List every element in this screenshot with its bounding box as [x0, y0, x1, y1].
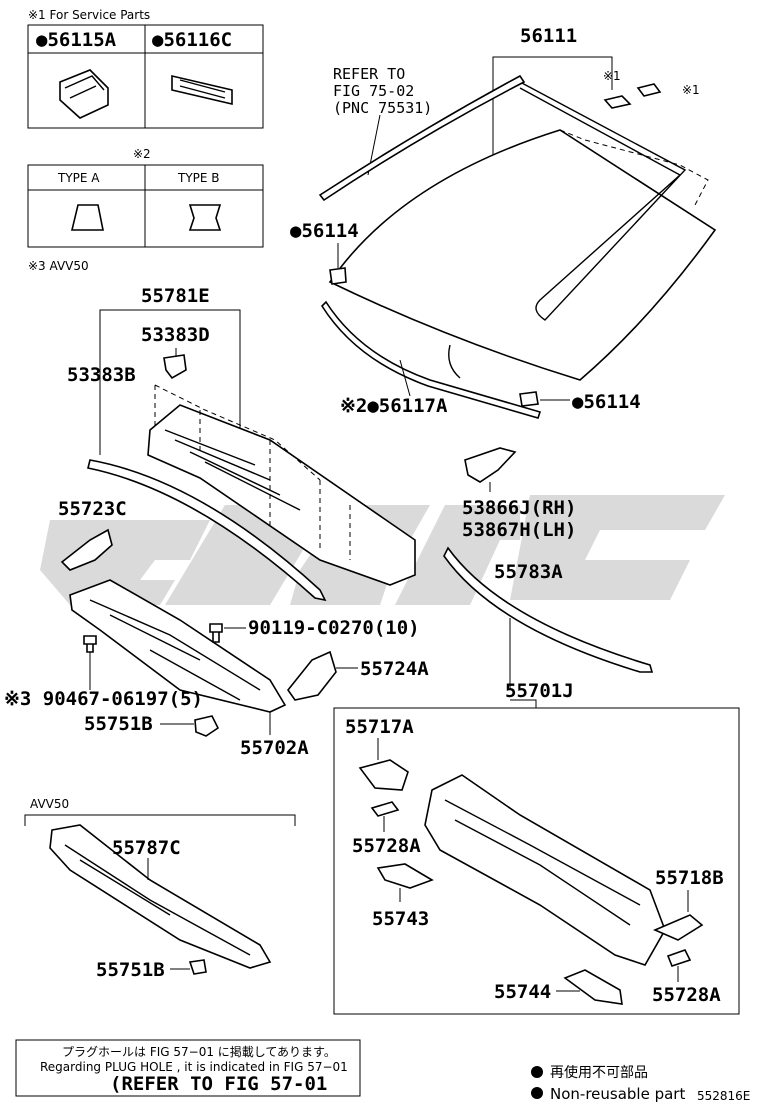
part-label-55724a: 55724A	[360, 658, 429, 680]
part-label-55743: 55743	[372, 908, 429, 930]
part-label-55718b: 55718B	[655, 867, 724, 889]
windshield-glass	[328, 81, 717, 381]
part-label-55783a: 55783A	[494, 561, 563, 583]
plug-hole-note-jp: プラグホールは FIG 57−01 に掲載してあります。	[62, 1044, 336, 1059]
part-label-55781e: 55781E	[141, 285, 210, 307]
figure-code: 552816E	[697, 1089, 750, 1103]
legend-en: Non-reusable part	[550, 1085, 685, 1103]
type-a-label: TYPE A	[57, 171, 100, 185]
cowl-sub-assy-box	[333, 707, 740, 1015]
grommet-55751b	[194, 715, 220, 737]
bracket-55744	[563, 969, 623, 1005]
part-label-90119: 90119-C0270(10)	[248, 617, 420, 639]
part-label-55701j: 55701J	[505, 680, 574, 702]
clip-53383d	[163, 354, 187, 380]
legend-dot-en	[531, 1087, 543, 1099]
legend-dot-jp	[531, 1066, 543, 1078]
plug-hole-note-en: Regarding PLUG HOLE , it is indicated in…	[40, 1060, 348, 1074]
plug-hole-note-ref: (REFER TO FIG 57-01	[110, 1073, 327, 1095]
type-b-label: TYPE B	[177, 171, 220, 185]
spacer-56114-left	[329, 267, 347, 285]
cowl-panel-55787c	[49, 824, 272, 969]
part-label-53383b: 53383B	[67, 364, 136, 386]
spacer-56114-right	[519, 391, 539, 407]
avv50-section-label: AVV50	[30, 797, 69, 811]
bracket-55743	[376, 863, 434, 889]
plate-55728a-left	[370, 801, 400, 817]
cowl-panel-55702a	[69, 579, 287, 713]
seal-55783a	[443, 546, 654, 673]
bolt-90119	[209, 623, 223, 643]
seal-53866j	[464, 447, 517, 483]
clip-90467	[83, 635, 97, 653]
part-label-53383d: 53383D	[141, 324, 210, 346]
cowl-inner-panel	[424, 774, 666, 966]
clip-56115a-drawing	[59, 69, 109, 119]
refer-line-1: REFER TO	[333, 65, 405, 83]
bracket-55723c	[60, 528, 113, 571]
cowl-louver	[147, 384, 416, 586]
part-label-56117a: ※2●56117A	[340, 395, 448, 417]
lower-molding	[320, 300, 542, 419]
type-a-shape	[70, 204, 104, 231]
part-label-55744: 55744	[494, 981, 551, 1003]
part-label-55787c: 55787C	[112, 837, 181, 859]
type-b-shape	[188, 204, 222, 231]
avv50-note: ※3 AVV50	[28, 259, 89, 273]
part-label-55702a: 55702A	[240, 737, 309, 759]
part-label-56115a: ●56115A	[36, 29, 117, 51]
type-table-mark: ※2	[133, 147, 151, 161]
plate-55728a-right	[666, 949, 692, 967]
mark-1-a: ※1	[603, 69, 621, 83]
grommet-55751b-lower	[188, 959, 207, 975]
part-label-55751b-lower: 55751B	[96, 959, 165, 981]
clip-56115a-small	[603, 95, 632, 109]
part-label-56111: 56111	[520, 25, 577, 47]
bracket-55717a	[358, 759, 409, 791]
part-label-56116c: ●56116C	[152, 29, 232, 51]
service-parts-title: ※1 For Service Parts	[28, 8, 150, 22]
part-label-53867h: 53867H(LH)	[462, 519, 576, 541]
bracket-55724a	[287, 650, 337, 701]
clip-56116c-drawing	[171, 74, 233, 106]
bracket-55718b	[652, 914, 704, 941]
top-molding	[318, 74, 526, 202]
refer-line-2: FIG 75-02	[333, 82, 414, 100]
part-label-56114-right: ●56114	[572, 391, 641, 413]
legend-jp: 再使用不可部品	[550, 1064, 648, 1081]
part-label-55728a-right: 55728A	[652, 984, 721, 1006]
part-label-90467: ※3 90467-06197(5)	[4, 688, 203, 710]
refer-line-3: (PNC 75531)	[333, 99, 432, 117]
plug-hole-note-box	[15, 1039, 361, 1097]
part-label-53866j: 53866J(RH)	[462, 497, 576, 519]
part-label-55751b: 55751B	[84, 713, 153, 735]
part-label-55728a-left: 55728A	[352, 835, 421, 857]
part-label-55717a: 55717A	[345, 716, 414, 738]
mark-1-b: ※1	[682, 83, 700, 97]
clip-56116c-small	[636, 83, 662, 97]
seal-53383b	[87, 459, 327, 602]
part-label-55723c: 55723C	[58, 498, 127, 520]
part-label-56114-left: ●56114	[290, 220, 359, 242]
